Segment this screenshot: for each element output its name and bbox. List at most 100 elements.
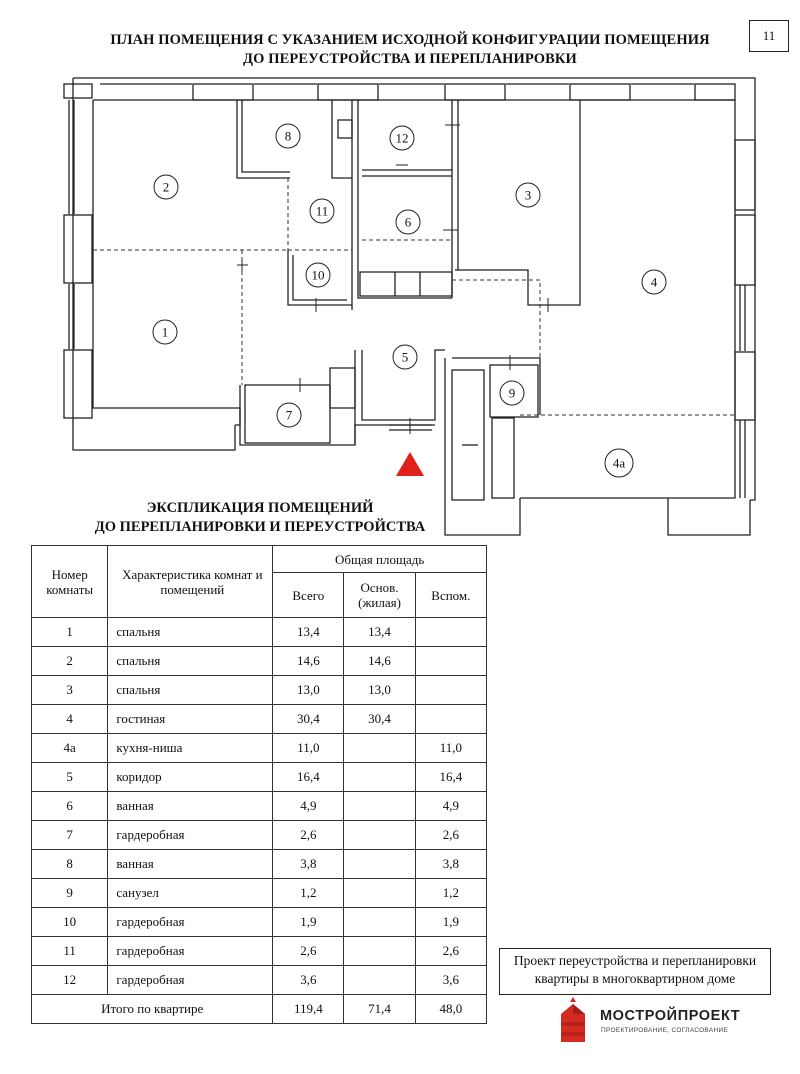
row-room-number: 1 <box>30 617 109 647</box>
header-total: Всего <box>272 572 345 618</box>
explication-table: Номер комнаты Характеристика комнат и по… <box>30 545 488 1024</box>
row-main <box>343 733 416 763</box>
row-description: спальня <box>107 617 274 647</box>
explication-title-line1: ЭКСПЛИКАЦИЯ ПОМЕЩЕНИЙ <box>146 500 374 516</box>
row-description: гардеробная <box>107 965 274 995</box>
row-room-number: 10 <box>30 907 109 937</box>
explication-title-line2: ДО ПЕРЕПЛАНИРОВКИ И ПЕРЕУСТРОЙСТВА <box>94 519 426 535</box>
row-room-number: 5 <box>30 762 109 792</box>
row-main <box>343 936 416 966</box>
totals-main: 71,4 <box>343 994 416 1024</box>
row-description: спальня <box>107 646 274 676</box>
row-total: 2,6 <box>272 936 345 966</box>
row-main <box>343 907 416 937</box>
row-room-number: 4 <box>30 704 109 734</box>
row-description: санузел <box>107 878 274 908</box>
row-room-number: 6 <box>30 791 109 821</box>
room-label-6: 6 <box>405 215 412 230</box>
row-aux: 16,4 <box>414 762 488 792</box>
entrance-marker-icon <box>396 452 424 476</box>
row-main <box>343 965 416 995</box>
row-room-number: 3 <box>30 675 109 705</box>
row-total: 30,4 <box>272 704 345 734</box>
row-description: гардеробная <box>107 907 274 937</box>
row-aux: 1,9 <box>414 907 488 937</box>
row-aux: 4,9 <box>414 791 488 821</box>
totals-label: Итого по квартире <box>30 994 274 1024</box>
row-room-number: 12 <box>30 965 109 995</box>
row-main: 14,6 <box>343 646 416 676</box>
room-label-9: 9 <box>509 386 516 401</box>
logo-tagline: ПРОЕКТИРОВАНИЕ, СОГЛАСОВАНИЕ <box>601 1027 729 1034</box>
row-main <box>343 878 416 908</box>
room-label-12: 12 <box>396 131 409 146</box>
row-total: 1,9 <box>272 907 345 937</box>
row-total: 1,2 <box>272 878 345 908</box>
project-line2: квартиры в многоквартирном доме <box>534 971 736 986</box>
logo-name: МОСТРОЙПРОЕКТ <box>600 1008 741 1024</box>
row-total: 3,8 <box>272 849 345 879</box>
room-label-11: 11 <box>316 204 329 219</box>
room-label-2: 2 <box>163 180 170 195</box>
row-main <box>343 849 416 879</box>
row-aux <box>414 646 488 676</box>
row-aux: 11,0 <box>414 733 488 763</box>
row-aux: 1,2 <box>414 878 488 908</box>
row-room-number: 7 <box>30 820 109 850</box>
project-description-box: Проект переустройства и перепланировки к… <box>499 948 771 995</box>
row-room-number: 11 <box>30 936 109 966</box>
mostroyproekt-logo-icon <box>561 997 585 1042</box>
row-total: 16,4 <box>272 762 345 792</box>
row-room-number: 4а <box>30 733 109 763</box>
row-room-number: 2 <box>30 646 109 676</box>
row-main <box>343 791 416 821</box>
row-total: 3,6 <box>272 965 345 995</box>
row-description: гостиная <box>107 704 274 734</box>
row-aux: 2,6 <box>414 820 488 850</box>
row-description: спальня <box>107 675 274 705</box>
row-aux: 3,8 <box>414 849 488 879</box>
row-total: 13,0 <box>272 675 345 705</box>
page-number: 11 <box>749 20 789 52</box>
plan-title-line2: ДО ПЕРЕУСТРОЙСТВА И ПЕРЕПЛАНИРОВКИ <box>243 51 577 67</box>
row-total: 13,4 <box>272 617 345 647</box>
room-label-3: 3 <box>525 188 532 203</box>
row-total: 4,9 <box>272 791 345 821</box>
row-room-number: 9 <box>30 878 109 908</box>
row-description: кухня-ниша <box>107 733 274 763</box>
row-main <box>343 820 416 850</box>
row-room-number: 8 <box>30 849 109 879</box>
row-description: гардеробная <box>107 820 274 850</box>
room-label-5: 5 <box>402 350 409 365</box>
row-total: 14,6 <box>272 646 345 676</box>
header-area-group: Общая площадь <box>272 545 487 573</box>
row-total: 11,0 <box>272 733 345 763</box>
row-aux <box>414 617 488 647</box>
header-description: Характеристика комнат и помещений <box>107 545 274 618</box>
row-description: ванная <box>107 791 274 821</box>
row-main <box>343 762 416 792</box>
header-main: Основ. (жилая) <box>343 572 416 618</box>
row-aux <box>414 675 488 705</box>
row-total: 2,6 <box>272 820 345 850</box>
room-label-10: 10 <box>312 268 325 283</box>
header-aux: Вспом. <box>414 572 488 618</box>
row-main: 13,4 <box>343 617 416 647</box>
floor-plan: 2 1 3 4 4а 5 6 7 8 9 10 11 12 <box>63 77 756 536</box>
totals-aux: 48,0 <box>414 994 488 1024</box>
plan-title-line1: ПЛАН ПОМЕЩЕНИЯ С УКАЗАНИЕМ ИСХОДНОЙ КОНФ… <box>110 32 710 48</box>
row-aux: 2,6 <box>414 936 488 966</box>
room-label-4a: 4а <box>613 456 626 471</box>
row-description: коридор <box>107 762 274 792</box>
row-description: ванная <box>107 849 274 879</box>
